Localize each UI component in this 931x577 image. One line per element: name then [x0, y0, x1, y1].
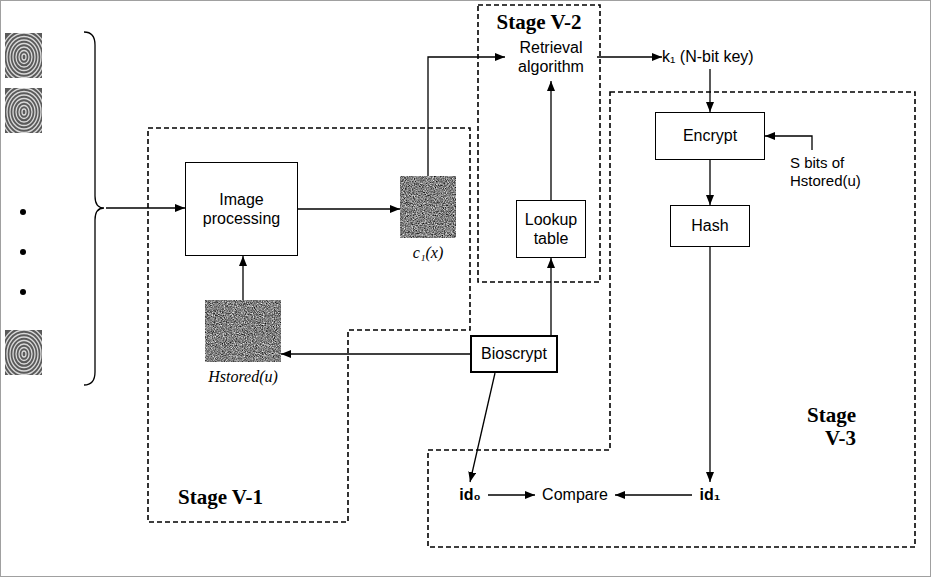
flow-arrow [550, 81, 551, 200]
process-box: Hash [670, 205, 750, 247]
node-text: Hash [691, 216, 728, 235]
flow-arrow [765, 136, 812, 150]
node-text: Retrieval algorithm [505, 38, 597, 76]
ellipsis-dot [20, 289, 26, 295]
node-text: c₁(x) [413, 243, 443, 262]
stage-region: Retrieval algorithmLookup table Stage V-2 [478, 5, 600, 282]
stage-region: Image processing c₁(x) Hstored(u) Stage V-1 [148, 128, 470, 522]
fingerprint-image [1, 327, 47, 382]
storage-box: Bioscrypt [470, 335, 558, 373]
image-node: Hstored(u) [205, 300, 281, 386]
stage-region: Encrypt S bits of Hstored(u) Hash id₁ Compar… [428, 92, 915, 547]
ellipsis-dot [20, 249, 26, 255]
flow-arrow [298, 208, 400, 209]
input-label: S bits of Hstored(u) [790, 150, 890, 194]
node-text: k₁ (N-bit key) [662, 47, 754, 66]
flow-arrow [597, 56, 662, 57]
node-text: id₁ [700, 485, 721, 504]
stage-heading: Stage V-2 [478, 11, 600, 34]
curly-brace [84, 32, 104, 385]
dashed-boundary [478, 5, 600, 282]
fingerprint-image [1, 30, 47, 85]
flow-arrow [488, 494, 535, 495]
id-label: id₀ [452, 482, 488, 508]
flow-arrow [428, 57, 505, 176]
node-text: id₀ [459, 485, 480, 504]
noise-image [205, 300, 281, 362]
process-box: Image processing [185, 162, 298, 256]
node-text: S bits of Hstored(u) [790, 154, 890, 190]
ellipsis-dot [20, 209, 26, 215]
node-text: Compare [542, 485, 608, 504]
flow-arrow [242, 256, 243, 300]
stage-heading: Stage V-3 [786, 404, 856, 450]
flow-arrow [281, 353, 470, 354]
flow-arrow [615, 494, 692, 495]
dashed-boundary [148, 128, 470, 522]
flow-arrow [550, 258, 551, 335]
node-text: Hstored(u) [208, 367, 278, 386]
fingerprint-image [1, 85, 47, 140]
compare-label: Compare [535, 482, 615, 508]
id-label: id₁ [692, 482, 728, 508]
flow-arrow [709, 160, 710, 205]
flow-arrow [709, 69, 710, 112]
stage-heading: Stage V-1 [178, 486, 318, 509]
table-box: Lookup table [516, 200, 586, 258]
key-label: k₁ (N-bit key) [662, 45, 800, 69]
node-text: Encrypt [683, 126, 737, 145]
dashed-boundary [428, 92, 915, 547]
node-text: Lookup table [520, 210, 582, 248]
algorithm-label: Retrieval algorithm [505, 33, 597, 81]
process-box: Encrypt [655, 112, 765, 160]
input-arrow [106, 207, 185, 208]
node-text: Image processing [189, 190, 294, 228]
image-node: c₁(x) [400, 176, 456, 262]
flow-arrow [709, 247, 710, 482]
noise-image [400, 176, 456, 238]
flow-arrow [470, 373, 495, 482]
node-text: Bioscrypt [481, 344, 547, 363]
